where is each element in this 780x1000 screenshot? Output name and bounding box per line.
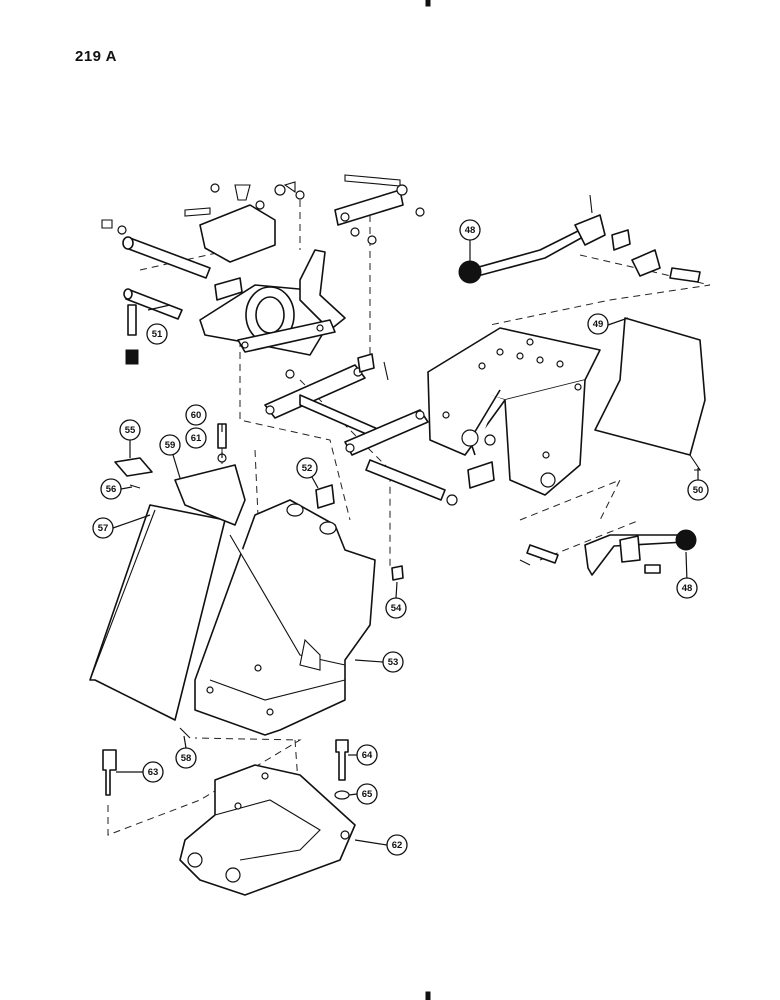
upper-pedal-mechanism (101, 174, 496, 506)
callout-label: 61 (191, 433, 202, 444)
callout-61: 61 (185, 427, 207, 449)
callout-50: 50 (687, 479, 709, 501)
callout-55: 55 (119, 419, 141, 441)
hand-lever-lower (519, 529, 697, 576)
hand-lever-upper (458, 194, 701, 284)
callout-56: 56 (100, 478, 122, 500)
callout-label: 55 (125, 425, 136, 436)
page-number-label: 219 A (75, 48, 117, 65)
callout-label: 62 (392, 840, 403, 851)
callout-label: 63 (148, 767, 159, 778)
callout-54: 54 (385, 597, 407, 619)
shield-plate-49 (594, 317, 706, 456)
callout-label: 60 (191, 410, 202, 421)
lever-knob-icon (675, 529, 697, 551)
bracket-59 (174, 464, 246, 526)
control-bracket (427, 327, 601, 496)
callout-59: 59 (159, 434, 181, 456)
callout-label: 56 (106, 484, 117, 495)
callout-53: 53 (382, 651, 404, 673)
callout-label: 51 (152, 329, 163, 340)
callout-48: 48 (676, 577, 698, 599)
callout-label: 57 (98, 523, 109, 534)
callout-label: 52 (302, 463, 313, 474)
callout-label: 48 (682, 583, 693, 594)
callout-label: 48 (465, 225, 476, 236)
callout-label: 58 (181, 753, 192, 764)
callout-label: 65 (362, 789, 373, 800)
callout-57: 57 (92, 517, 114, 539)
base-mount-62 (179, 764, 356, 896)
callout-bubbles: 48 48 49 50 51 52 53 54 55 56 57 58 59 60 61 62 63 64 65 (92, 219, 709, 856)
callout-63: 63 (142, 761, 164, 783)
register-mark-bottom (425, 991, 431, 1000)
callout-48: 48 (459, 219, 481, 241)
register-mark-top (425, 0, 431, 7)
callout-label: 49 (593, 319, 604, 330)
callout-64: 64 (356, 744, 378, 766)
lever-knob-icon (458, 260, 482, 284)
callout-51: 51 (146, 323, 168, 345)
callout-label: 64 (362, 750, 373, 761)
callout-62: 62 (386, 834, 408, 856)
callout-65: 65 (356, 783, 378, 805)
callout-label: 54 (391, 603, 402, 614)
callout-label: 50 (693, 485, 704, 496)
callout-label: 53 (388, 657, 399, 668)
callout-58: 58 (175, 747, 197, 769)
callout-49: 49 (587, 313, 609, 335)
callout-label: 59 (165, 440, 176, 451)
callout-52: 52 (296, 457, 318, 479)
pedal-support-53 (194, 499, 376, 736)
callout-60: 60 (185, 404, 207, 426)
